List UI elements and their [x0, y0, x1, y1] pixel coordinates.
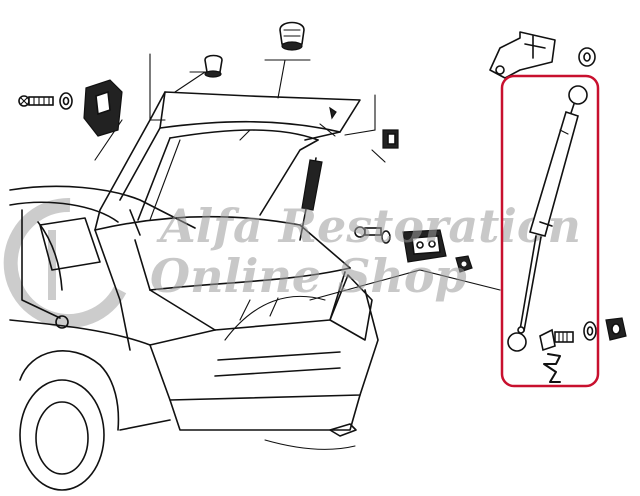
highlight-box: [500, 74, 600, 388]
nut-icon: [605, 317, 627, 341]
watermark-line-2: Online Shop: [150, 249, 467, 303]
plug-icon: [204, 54, 223, 78]
watermark-line-1: Alfa Restoration: [156, 199, 581, 253]
plug-icon: [279, 21, 305, 51]
bolt-icon: [354, 226, 382, 238]
clip-icon: [543, 353, 561, 383]
bolt-icon: [539, 328, 574, 352]
washer-icon: [381, 230, 391, 244]
nut-icon: [329, 106, 337, 120]
watermark-logo-icon: [3, 197, 127, 328]
tailgate-gas-strut[interactable]: [507, 85, 588, 352]
clip-icon: [382, 129, 399, 149]
leader-lines: [94, 53, 501, 301]
bracket-icon: [83, 79, 123, 137]
bracket-icon: [402, 229, 447, 263]
strut-hinge-bracket: [489, 31, 596, 79]
bolt-icon: [18, 95, 54, 107]
nut-icon: [455, 255, 473, 273]
washer-icon: [583, 321, 597, 341]
tailgate: [94, 91, 361, 241]
washer-icon: [59, 92, 73, 110]
car-body: [9, 185, 379, 491]
